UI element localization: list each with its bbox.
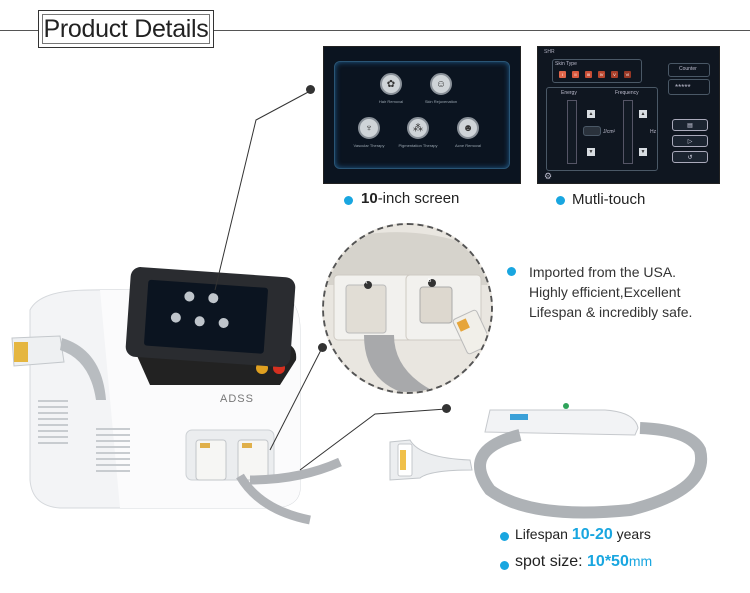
skin-rejuvenation-icon: ☺ (430, 73, 452, 95)
menu-label-hair: Hair Removal (378, 99, 404, 104)
feature-lifespan: Lifespan 10-20 years (515, 526, 651, 544)
connector-dot-handpiece (442, 404, 451, 413)
settings-screen-image: SHR Skin Type I II III IV V VI Counter *… (537, 46, 720, 184)
menu-label-acne: Acne Removal (454, 143, 482, 148)
port-b-label: B (428, 278, 432, 284)
port-zoom-image: A B (322, 223, 493, 394)
return-icon: ↺ (672, 151, 708, 163)
energy-frequency-panel: Energy Frequency ▲ ▼ J/cm² ▲ ▼ Hz (546, 87, 658, 171)
connector-dot-screen (306, 85, 315, 94)
shr-title: SHR (544, 49, 555, 55)
skin-chip-6: VI (624, 71, 631, 78)
skin-chip-1: I (559, 71, 566, 78)
energy-bar (567, 100, 577, 164)
bullet-imported (507, 267, 516, 276)
header-line-left (0, 30, 38, 31)
frequency-label: Frequency (615, 90, 639, 96)
frequency-up-icon: ▲ (639, 110, 647, 118)
save-icon: ▤ (672, 119, 708, 131)
frequency-unit: Hz (650, 129, 657, 135)
hair-removal-icon: ✿ (380, 73, 402, 95)
gear-icon: ⚙ (544, 171, 553, 181)
frequency-down-icon: ▼ (639, 148, 647, 156)
handpiece-illustration (389, 403, 708, 519)
counter-panel: Counter (668, 63, 710, 77)
port-a-label: A (364, 280, 368, 286)
machine-brand: ADSS (220, 393, 254, 405)
menu-screen-image: ✿ Hair Removal ☺ Skin Rejuvenation ♆ Vas… (323, 46, 521, 184)
play-icon: ▷ (672, 135, 708, 147)
vascular-therapy-icon: ♆ (358, 117, 380, 139)
skin-type-label: Skin Type (555, 61, 577, 67)
machine-illustration (11, 267, 342, 525)
energy-unit: J/cm² (603, 129, 616, 135)
connector-dot-ports (318, 343, 327, 352)
bullet-spot-size (500, 561, 509, 570)
feature-screen-size: 10-inch screen (361, 190, 459, 207)
skin-chip-3: III (585, 71, 592, 78)
bullet-screen-size (344, 196, 353, 205)
imported-line-1: Imported from the USA. (529, 264, 677, 280)
screen-size-number: 10 (361, 190, 378, 207)
page-title: Product Details (38, 10, 214, 48)
header-line-right (214, 30, 750, 31)
lifespan-prefix: Lifespan (515, 526, 572, 542)
bullet-lifespan (500, 532, 509, 541)
lifespan-value: 10-20 (571, 526, 613, 543)
spot-value: 10*50 (587, 553, 629, 570)
energy-value-box (583, 126, 601, 136)
pigmentation-therapy-icon: ⁂ (407, 117, 429, 139)
feature-multitouch: Mutli-touch (572, 191, 646, 208)
skin-chip-5: V (611, 71, 618, 78)
counter-value-panel: ***** (668, 79, 710, 95)
energy-up-icon: ▲ (587, 110, 595, 118)
bullet-multitouch (556, 196, 565, 205)
spot-unit: mm (628, 553, 653, 569)
energy-label: Energy (561, 90, 577, 96)
screen-size-text: -inch screen (377, 190, 460, 207)
feature-imported: Imported from the USA. Highly efficient,… (529, 262, 692, 322)
page-title-text: Product Details (43, 14, 209, 43)
menu-screen-frame (334, 61, 510, 169)
menu-label-vascular: Vascular Therapy (353, 143, 385, 148)
imported-line-2: Highly efficient,Excellent (529, 284, 681, 300)
counter-value: ***** (675, 83, 691, 92)
lifespan-suffix: years (612, 526, 651, 542)
title-inner-border (42, 14, 210, 44)
menu-label-skin: Skin Rejuvenation (424, 99, 458, 104)
frequency-bar (623, 100, 633, 164)
skin-chip-4: IV (598, 71, 605, 78)
skin-chip-2: II (572, 71, 579, 78)
acne-removal-icon: ☻ (457, 117, 479, 139)
feature-spot-size: spot size: 10*50mm (515, 553, 652, 571)
port-zoom-drawing (324, 225, 491, 392)
energy-down-icon: ▼ (587, 148, 595, 156)
counter-label: Counter (679, 66, 697, 72)
skin-type-panel: Skin Type I II III IV V VI (552, 59, 642, 83)
imported-line-3: Lifespan & incredibly safe. (529, 304, 693, 320)
spot-prefix: spot size: (515, 553, 588, 570)
menu-label-pigmentation: Pigmentation Therapy (398, 143, 438, 148)
